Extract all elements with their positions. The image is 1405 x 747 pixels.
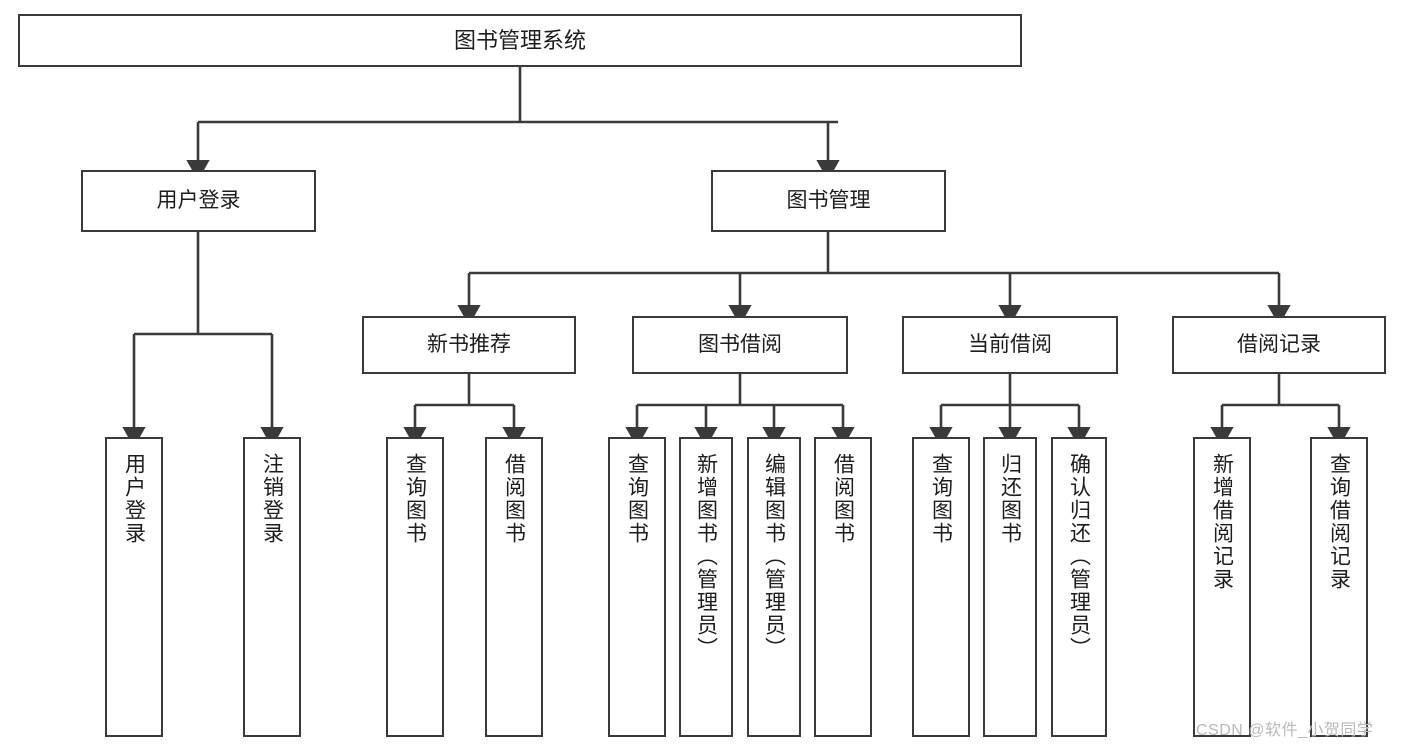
node-leaf-borrow-book-recommend[interactable]: 借阅图书 <box>485 437 543 737</box>
node-label: 查询图书 <box>625 453 649 545</box>
node-leaf-user-login[interactable]: 用户登录 <box>105 437 163 737</box>
node-book-borrow[interactable]: 图书借阅 <box>632 316 848 374</box>
node-new-book-recommend[interactable]: 新书推荐 <box>362 316 576 374</box>
node-leaf-add-borrow-record[interactable]: 新增借阅记录 <box>1193 437 1251 737</box>
node-leaf-return-book[interactable]: 归还图书 <box>983 437 1037 737</box>
node-book-management[interactable]: 图书管理 <box>711 170 946 232</box>
node-label: 归还图书 <box>998 453 1022 545</box>
node-leaf-logout-login[interactable]: 注销登录 <box>243 437 301 737</box>
connector-borrowrecord-to-leaves <box>1210 374 1351 448</box>
connector-currentborrow-to-leaves <box>929 374 1091 448</box>
connector-userlogin-to-leaves <box>122 232 284 448</box>
node-leaf-confirm-return-admin[interactable]: 确认归还（管理员） <box>1051 437 1107 737</box>
node-leaf-query-borrow-record[interactable]: 查询借阅记录 <box>1310 437 1368 737</box>
connector-root-to-level2 <box>186 67 840 181</box>
node-label: 借阅图书 <box>831 453 855 545</box>
node-leaf-query-book-current[interactable]: 查询图书 <box>912 437 970 737</box>
node-root-book-management-system[interactable]: 图书管理系统 <box>18 14 1022 67</box>
node-label: 图书借阅 <box>698 332 782 356</box>
node-label: 查询图书 <box>929 453 953 545</box>
node-leaf-query-book-recommend[interactable]: 查询图书 <box>386 437 444 737</box>
node-current-borrow[interactable]: 当前借阅 <box>902 316 1118 374</box>
node-label: 注销登录 <box>260 453 284 545</box>
connector-bookborrow-to-leaves <box>625 374 855 448</box>
node-label: 新增借阅记录 <box>1210 453 1234 591</box>
node-user-login[interactable]: 用户登录 <box>81 170 316 232</box>
node-label: 确认归还（管理员） <box>1067 453 1091 660</box>
node-label: 用户登录 <box>122 453 146 545</box>
node-label: 当前借阅 <box>968 332 1052 356</box>
node-label: 借阅记录 <box>1237 332 1321 356</box>
node-borrow-record[interactable]: 借阅记录 <box>1172 316 1386 374</box>
node-label: 编辑图书（管理员） <box>762 453 786 660</box>
node-label: 图书管理 <box>786 188 871 212</box>
node-label: 图书管理系统 <box>453 27 586 53</box>
node-leaf-borrow-book-borrow[interactable]: 借阅图书 <box>814 437 872 737</box>
node-label: 查询借阅记录 <box>1327 453 1351 591</box>
csdn-watermark: CSDN @软件_小贺同学 <box>1196 722 1374 739</box>
node-leaf-add-book-admin[interactable]: 新增图书（管理员） <box>679 437 733 737</box>
node-label: 新增图书（管理员） <box>694 453 718 660</box>
node-label: 用户登录 <box>156 188 241 212</box>
node-label: 新书推荐 <box>427 332 511 356</box>
node-label: 查询图书 <box>403 453 427 545</box>
connector-bookmanage-to-level3 <box>457 232 1291 326</box>
node-leaf-query-book-borrow[interactable]: 查询图书 <box>608 437 666 737</box>
node-leaf-edit-book-admin[interactable]: 编辑图书（管理员） <box>747 437 801 737</box>
node-label: 借阅图书 <box>502 453 526 545</box>
connector-newbook-to-leaves <box>403 374 526 448</box>
